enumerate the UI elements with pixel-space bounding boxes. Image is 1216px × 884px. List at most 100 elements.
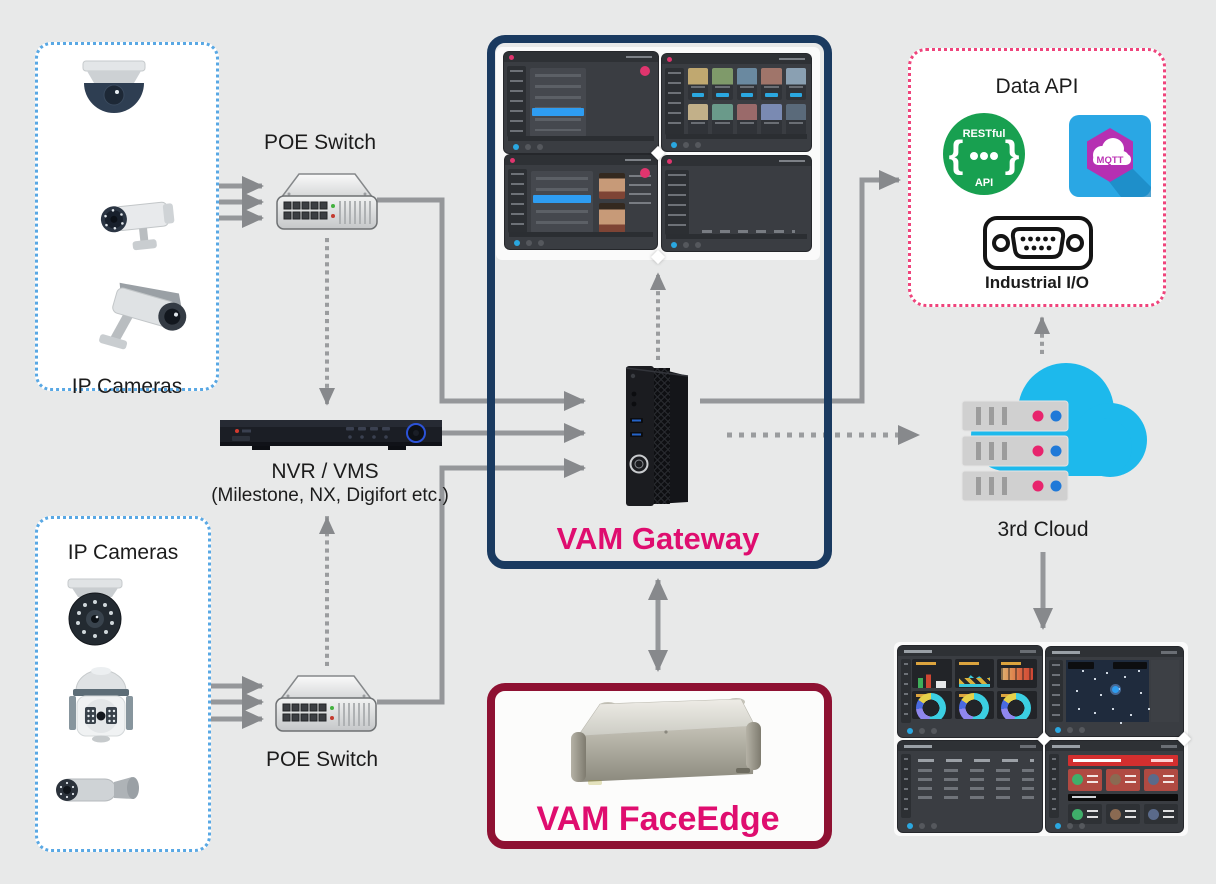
window-sidebar — [665, 170, 689, 235]
third-cloud-label: 3rd Cloud — [997, 518, 1089, 541]
aluminum-edge-device-icon — [571, 698, 761, 785]
window-titlebar — [1046, 741, 1183, 751]
window-titlebar — [1046, 647, 1183, 657]
donut-chart — [916, 692, 946, 719]
speed-dome-camera-icon — [69, 667, 133, 743]
window-titlebar — [898, 646, 1042, 656]
ip-cameras-bottom-label: IP Cameras — [67, 541, 179, 564]
ptz-bullet-camera-icon — [99, 282, 187, 350]
window-footer-dots — [1055, 823, 1085, 829]
playback-buttons — [702, 230, 795, 233]
add-button — [640, 168, 650, 178]
dome-camera-icon — [82, 60, 146, 113]
heatmap — [1001, 668, 1033, 680]
kpi-tile — [912, 659, 952, 688]
table-row — [918, 787, 1034, 790]
window-statusbar — [666, 134, 807, 139]
donut-chart — [1001, 692, 1032, 719]
window-sidebar — [508, 169, 527, 233]
person-card — [1144, 804, 1178, 824]
cloud-with-servers-icon — [961, 363, 1147, 502]
window-titlebar — [505, 155, 657, 165]
selected-map-marker — [1111, 686, 1119, 694]
gateway-screenshot-4 — [662, 156, 811, 251]
vam-faceedge-label: VAM FaceEdge — [536, 800, 780, 838]
table-row — [918, 769, 1034, 772]
alert-card — [1068, 769, 1102, 791]
bullet-camera-icon — [100, 201, 175, 251]
camera-thumbnail-grid — [688, 68, 806, 135]
window-titlebar — [898, 741, 1042, 751]
settings-list-panel — [530, 68, 586, 137]
svg-text:MQTT: MQTT — [1097, 155, 1124, 166]
section-bar — [1068, 794, 1178, 801]
table-header-row — [918, 759, 1034, 762]
window-statusbar — [509, 232, 653, 237]
restful-api-icon: RESTful { } API — [943, 113, 1025, 195]
selected-row — [533, 195, 591, 203]
thumb-card — [736, 103, 758, 135]
donut-tile — [912, 690, 952, 719]
window-footer-dots — [907, 728, 937, 734]
dashboard-screenshot-3 — [898, 741, 1042, 832]
add-button — [640, 66, 650, 76]
map-layers-chip — [1113, 662, 1147, 669]
window-sidebar — [1049, 754, 1059, 818]
window-titlebar — [662, 156, 811, 166]
alert-banner — [1068, 755, 1178, 766]
gateway-screenshot-3 — [505, 155, 657, 249]
window-footer-dots — [907, 823, 937, 829]
mini-pc-tower-icon — [625, 366, 689, 506]
window-footer-dots — [671, 142, 701, 148]
detail-fields — [629, 175, 651, 209]
donut-tile — [997, 690, 1037, 719]
gateway-screenshot-1 — [504, 52, 658, 153]
vam-gateway-label: VAM Gateway — [556, 521, 760, 556]
thumb-card — [688, 68, 709, 100]
ip-cameras-top-box: IP Cameras — [35, 42, 219, 398]
gateway-screenshot-2 — [662, 54, 811, 151]
mqtt-icon: MQTT — [1069, 115, 1151, 197]
selected-row — [532, 108, 584, 116]
thumb-card — [761, 103, 782, 135]
poe-switch-bottom-icon — [275, 675, 377, 732]
thumb-card — [688, 103, 709, 135]
person-card — [1106, 804, 1140, 824]
db9-connector-icon — [983, 216, 1093, 270]
alert-card — [1144, 769, 1178, 791]
analytics-tiles — [912, 659, 1037, 719]
svg-text:{: { — [949, 134, 964, 176]
mini-bullet-camera-icon — [56, 777, 139, 802]
dashboard-screenshot-2 — [1046, 647, 1183, 736]
map-canvas — [1066, 660, 1149, 722]
window-sidebar — [507, 66, 526, 137]
donut-chart — [958, 692, 989, 719]
thumb-card — [736, 68, 758, 100]
table-row — [918, 796, 1034, 799]
ip-cameras-bottom-box: IP Cameras — [35, 516, 211, 852]
thumb-card — [712, 103, 733, 135]
industrial-io-label: Industrial I/O — [985, 273, 1089, 292]
nvr-label: NVR / VMS — [271, 460, 379, 483]
map-search-chip — [1068, 662, 1094, 669]
window-footer-dots — [513, 144, 543, 150]
alert-card-row — [1068, 769, 1178, 791]
svg-text:RESTful: RESTful — [963, 128, 1006, 140]
window-sidebar — [665, 68, 684, 135]
window-footer-dots — [671, 242, 701, 248]
heatmap-tile — [997, 659, 1037, 688]
svg-text:}: } — [1005, 134, 1020, 176]
thumb-card — [712, 68, 733, 100]
nvr-device-icon — [220, 420, 442, 450]
mini-bars — [918, 671, 952, 688]
data-api-title: Data API — [995, 75, 1079, 98]
window-titlebar — [662, 54, 811, 64]
thumb-card — [785, 68, 806, 100]
window-statusbar — [508, 136, 654, 141]
nvr-sublabel: (Milestone, NX, Digifort etc.) — [211, 485, 449, 506]
face-capture-2 — [599, 203, 625, 233]
thumb-card — [785, 103, 806, 135]
window-titlebar — [504, 52, 658, 62]
poe-switch-bottom-label: POE Switch — [265, 748, 379, 771]
